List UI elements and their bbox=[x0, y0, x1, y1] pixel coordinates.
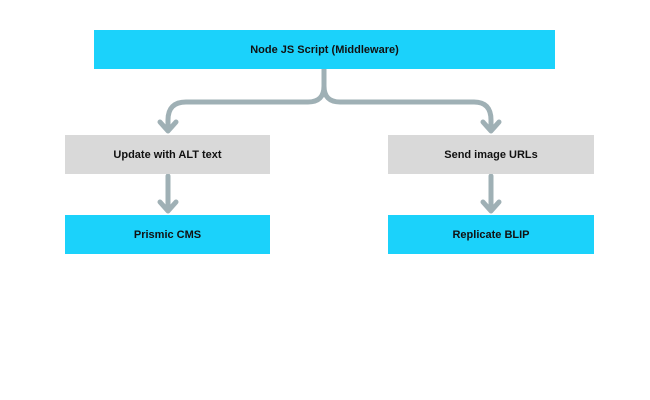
arrowhead-left-mid bbox=[157, 119, 179, 134]
node-prismic-cms: Prismic CMS bbox=[65, 215, 270, 254]
connector-branch-right bbox=[321, 83, 494, 131]
node-update-alt-text: Update with ALT text bbox=[65, 135, 270, 174]
arrowhead-right-mid bbox=[480, 119, 502, 134]
arrowhead-right-bottom bbox=[480, 199, 502, 214]
connector-branch-left bbox=[165, 66, 327, 131]
arrowhead-left-bottom bbox=[157, 199, 179, 214]
node-replicate-blip: Replicate BLIP bbox=[388, 215, 594, 254]
node-middleware: Node JS Script (Middleware) bbox=[94, 30, 555, 69]
node-send-image-urls: Send image URLs bbox=[388, 135, 594, 174]
